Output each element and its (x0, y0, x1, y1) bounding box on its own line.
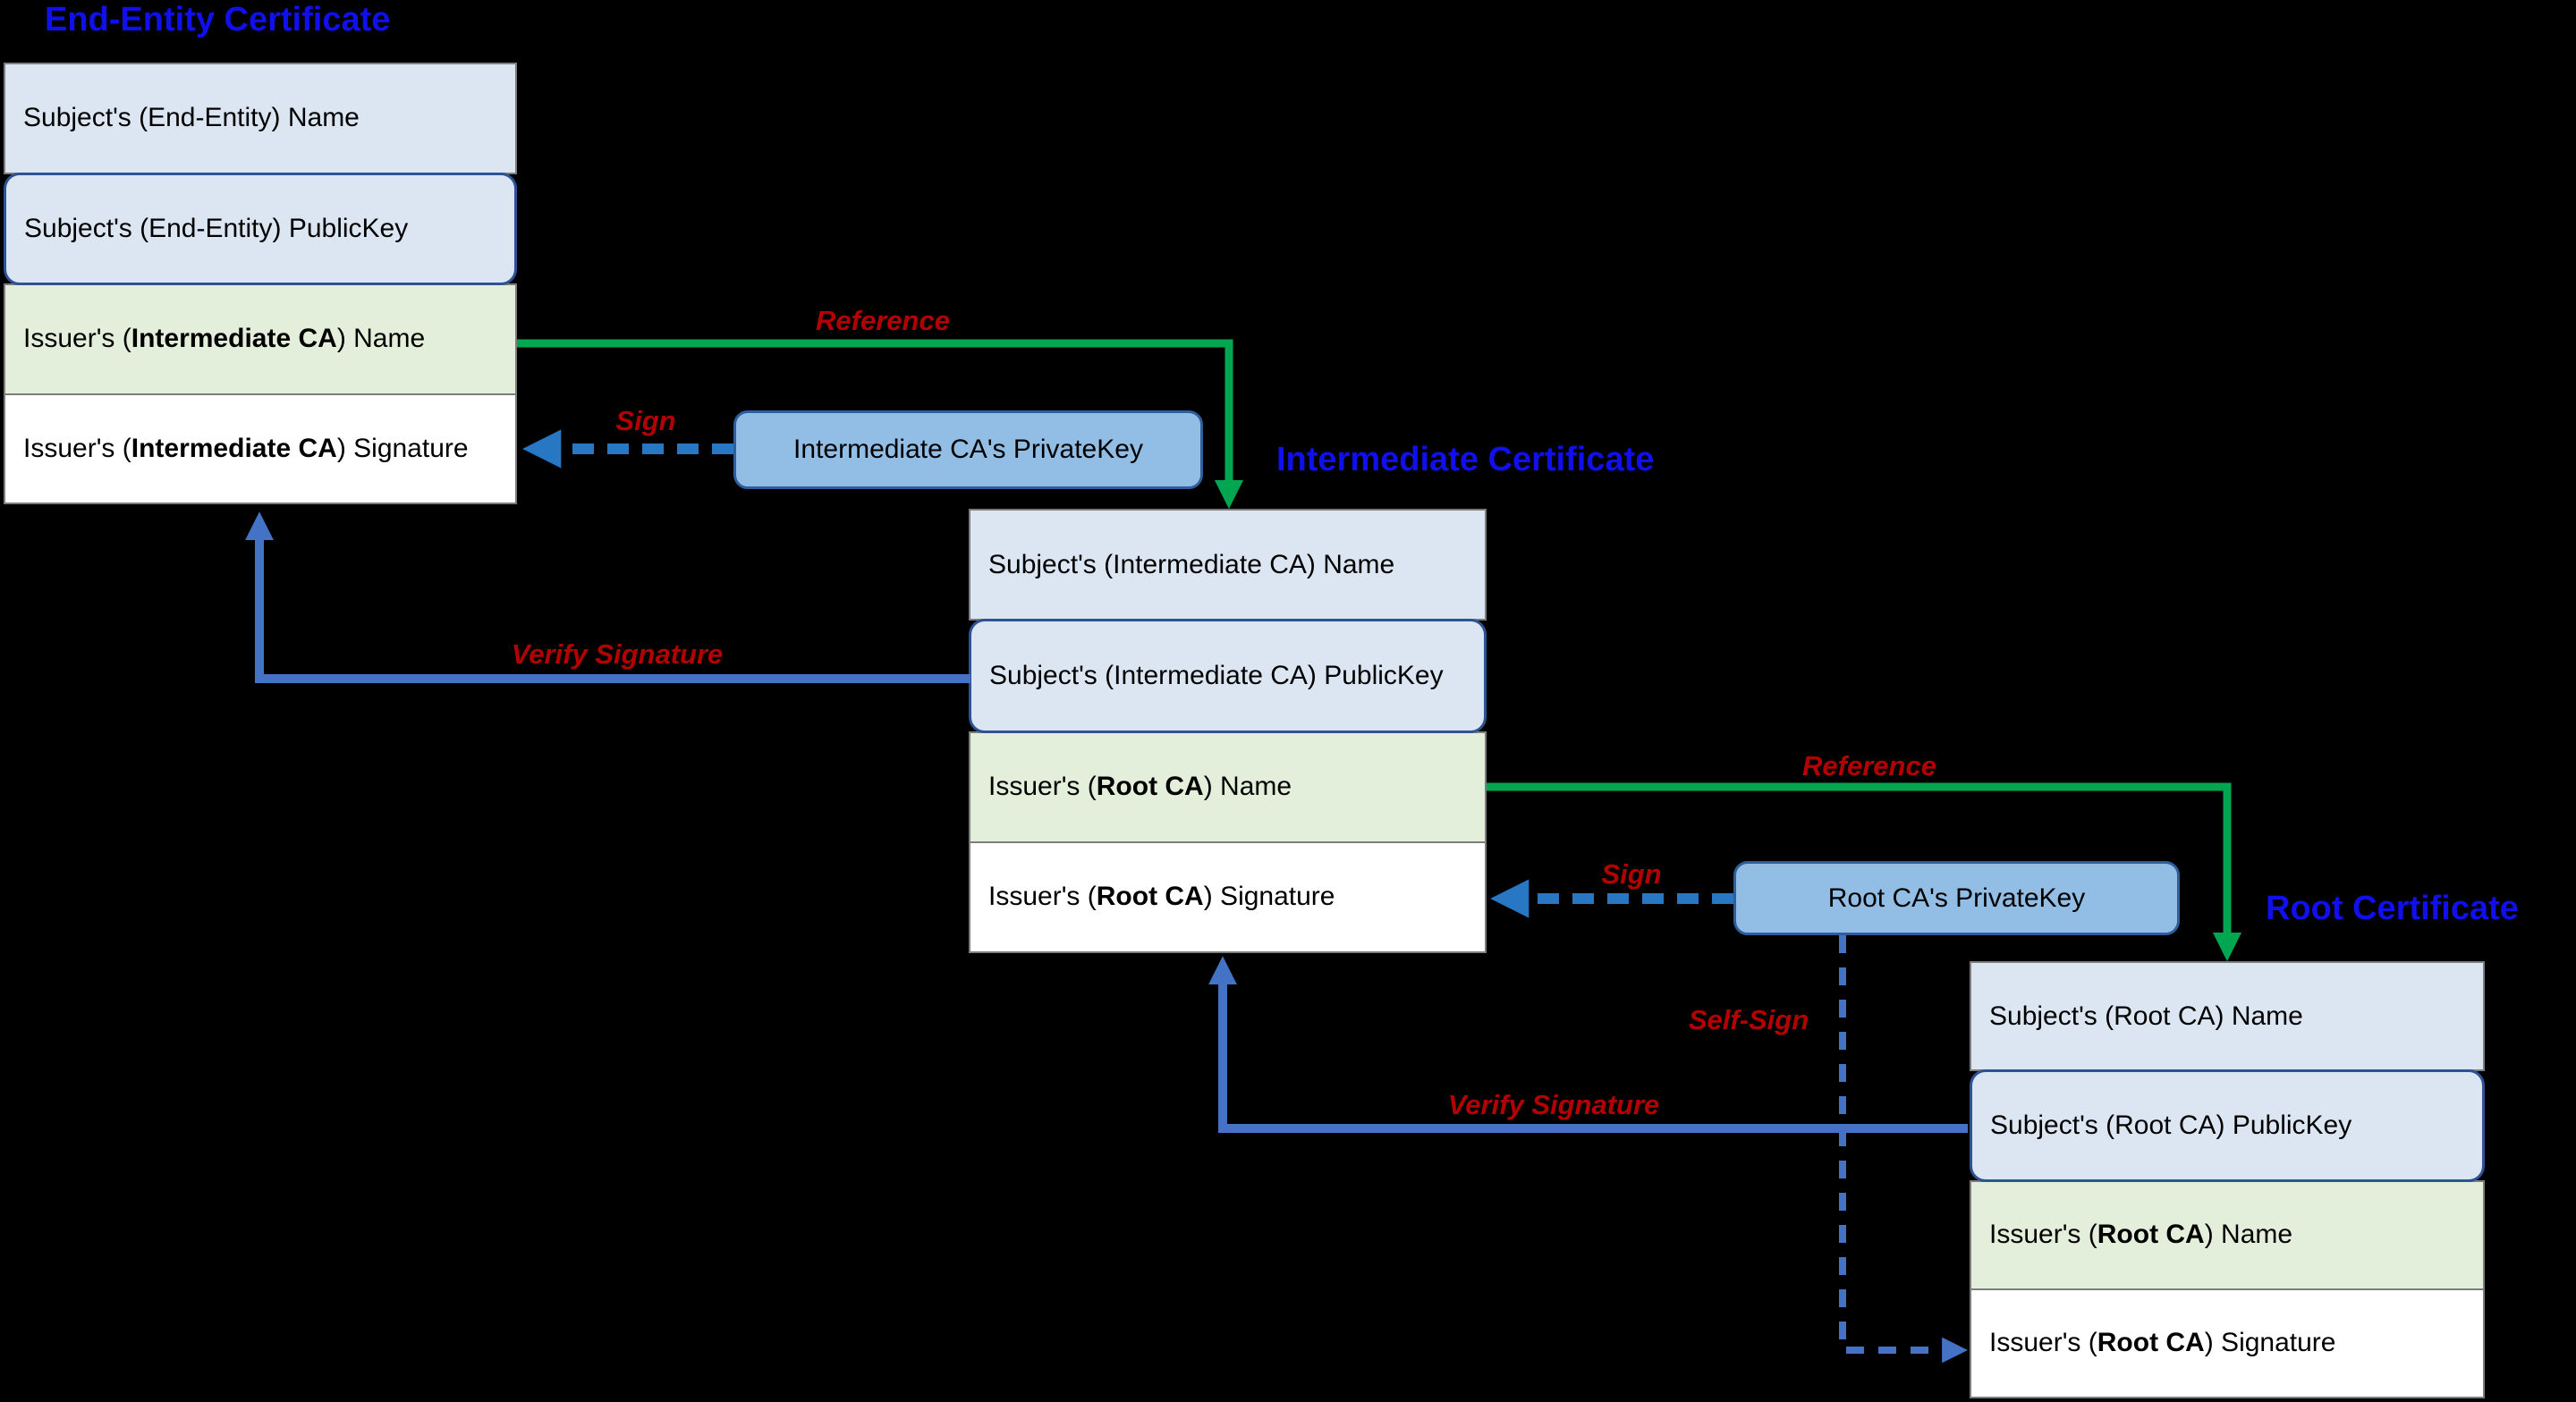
row-text: Subject's (Root CA) Name (1989, 1001, 2303, 1031)
row-text: Issuer's ( (1989, 1220, 2097, 1250)
row-text: Issuer's ( (988, 882, 1097, 912)
row-text: Subject's (End-Entity) Name (23, 103, 360, 133)
row-text: Issuer's ( (1989, 1328, 2097, 1358)
row-text: Issuer's ( (23, 433, 131, 463)
end-entity-certificate-title: End-Entity Certificate (45, 1, 391, 38)
reference-label-1: Reference (816, 305, 950, 336)
reference-label-2: Reference (1802, 750, 1936, 781)
row-text: ) Signature (1203, 882, 1335, 912)
end-entity-issuer-name-row: Issuer's (Intermediate CA) Name (4, 283, 517, 395)
verify-signature-label-1: Verify Signature (511, 638, 724, 670)
root-subject-name-row: Subject's (Root CA) Name (1970, 961, 2485, 1072)
row-text-bold: Root CA (1096, 772, 1204, 802)
row-text-bold: Root CA (2097, 1328, 2205, 1358)
intermediate-certificate-box: Subject's (Intermediate CA) Name Subject… (969, 509, 1487, 953)
root-subject-publickey-row: Subject's (Root CA) PublicKey (1970, 1069, 2485, 1182)
self-sign-label: Self-Sign (1688, 1004, 1809, 1035)
row-text: Issuer's ( (988, 772, 1097, 802)
row-text-bold: Intermediate CA (131, 324, 337, 354)
end-entity-subject-publickey-row: Subject's (End-Entity) PublicKey (4, 172, 517, 285)
row-text: Subject's (Intermediate CA) Name (988, 549, 1395, 579)
intermediate-issuer-signature-row: Issuer's (Root CA) Signature (969, 840, 1487, 953)
root-issuer-signature-row: Issuer's (Root CA) Signature (1970, 1288, 2485, 1398)
intermediate-ca-private-key-box: Intermediate CA's PrivateKey (733, 410, 1203, 489)
sign-label-1: Sign (615, 405, 676, 436)
intermediate-certificate-title: Intermediate Certificate (1276, 441, 1655, 478)
root-certificate-box: Subject's (Root CA) Name Subject's (Root… (1970, 961, 2485, 1398)
end-entity-subject-name-row: Subject's (End-Entity) Name (4, 63, 517, 174)
verify-signature-label-2: Verify Signature (1447, 1089, 1660, 1120)
row-text: ) Name (2204, 1220, 2293, 1250)
row-text-bold: Root CA (1096, 882, 1204, 912)
row-text: ) Name (1203, 772, 1292, 802)
row-text: ) Signature (2204, 1328, 2336, 1358)
root-certificate-title: Root Certificate (2266, 890, 2519, 927)
row-text: Issuer's ( (23, 324, 131, 354)
row-text: ) Name (336, 324, 426, 354)
root-issuer-name-row: Issuer's (Root CA) Name (1970, 1179, 2485, 1290)
intermediate-subject-name-row: Subject's (Intermediate CA) Name (969, 509, 1487, 621)
intermediate-subject-publickey-row: Subject's (Intermediate CA) PublicKey (969, 619, 1487, 733)
root-ca-private-key-box: Root CA's PrivateKey (1733, 861, 2180, 935)
intermediate-issuer-name-row: Issuer's (Root CA) Name (969, 731, 1487, 843)
row-text: Subject's (Root CA) PublicKey (1990, 1110, 2352, 1140)
row-text: ) Signature (336, 433, 469, 463)
sign-label-2: Sign (1601, 858, 1662, 890)
end-entity-issuer-signature-row: Issuer's (Intermediate CA) Signature (4, 393, 517, 504)
self-sign-arrow (1839, 935, 1968, 1364)
end-entity-certificate-box: Subject's (End-Entity) Name Subject's (E… (4, 63, 517, 504)
row-text-bold: Root CA (2097, 1220, 2205, 1250)
row-text: Subject's (Intermediate CA) PublicKey (989, 660, 1444, 690)
row-text-bold: Intermediate CA (131, 433, 337, 463)
row-text: Subject's (End-Entity) PublicKey (24, 213, 409, 243)
